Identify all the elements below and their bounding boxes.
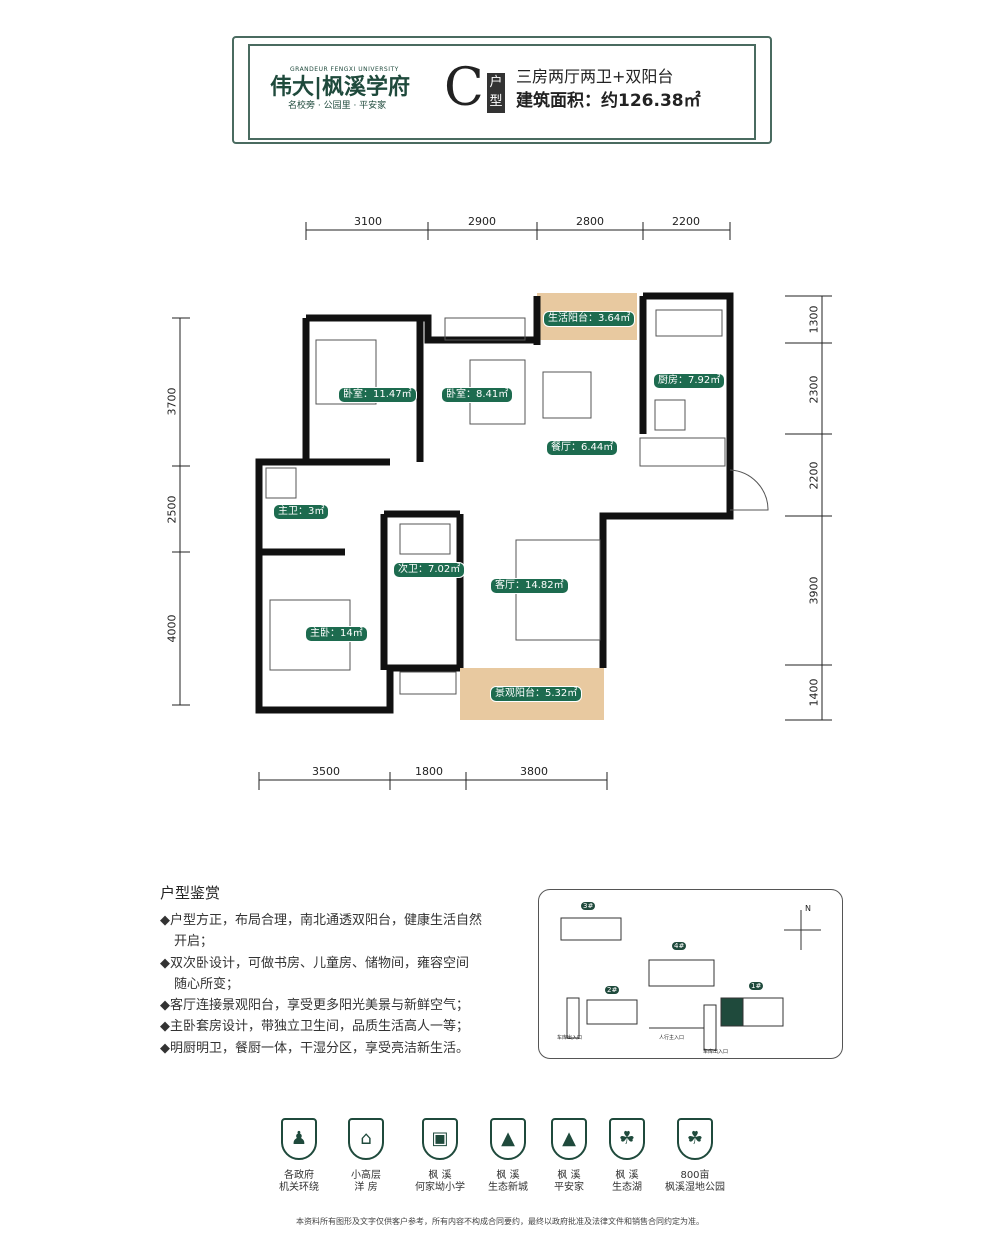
dim-top-4: 2200	[672, 215, 700, 228]
intro-line: ◆主卧套房设计，带独立卫生间，品质生活高人一等；	[160, 1019, 469, 1034]
room-utility-balcony: 生活阳台：3.64㎡	[543, 311, 636, 327]
tree-lake-icon: ☘	[609, 1118, 645, 1160]
feature-safe-home: ▲枫 溪平安家	[537, 1118, 601, 1194]
dim-bottom-1: 3500	[312, 765, 340, 778]
unit-layout: 三房两厅两卫+双阳台	[516, 67, 674, 86]
dim-right-5: 1400	[807, 678, 821, 707]
dim-left-2: 2500	[165, 495, 179, 524]
header-frame	[232, 36, 772, 144]
building-1-label: 1#	[749, 982, 764, 990]
dim-top-3: 2800	[576, 215, 604, 228]
feature-school: ▣枫 溪何家坳小学	[408, 1118, 472, 1194]
unit-area: 建筑面积：约126.38㎡	[516, 91, 701, 111]
logo: 伟大|枫溪学府	[270, 75, 411, 100]
room-living: 客厅：14.82㎡	[490, 578, 569, 594]
dim-bottom-3: 3800	[520, 765, 548, 778]
building-4-label: 4#	[672, 942, 687, 950]
intro-line: 开启；	[174, 934, 214, 949]
logo-english: GRANDEUR FENGXI UNIVERSITY	[290, 66, 399, 73]
room-view-balcony: 景观阳台：5.32㎡	[490, 686, 583, 702]
building-2-label: 2#	[605, 986, 620, 994]
room-bedroom-2: 卧室：8.41㎡	[441, 387, 514, 403]
entrance-label: 车库出入口	[557, 1035, 583, 1041]
dimension-lines	[172, 222, 832, 790]
site-plan: 3# 4# 2# 1# N 车库出入口 人行主入口 车库出入口	[538, 889, 843, 1059]
feature-wetland-park: ☘800亩枫溪湿地公园	[663, 1118, 727, 1194]
person-icon: ♟	[281, 1118, 317, 1160]
dim-right-3: 2200	[807, 461, 821, 490]
dim-top-1: 3100	[354, 215, 382, 228]
entrance-label: 车库出入口	[703, 1049, 729, 1055]
header-inner-frame	[248, 44, 756, 140]
room-master-bath: 主卫：3㎡	[273, 504, 330, 520]
dim-right-2: 2300	[807, 375, 821, 404]
walls	[255, 292, 734, 714]
dim-left-3: 4000	[165, 614, 179, 643]
dim-bottom-2: 1800	[415, 765, 443, 778]
feature-housing: ⌂小高层洋 房	[334, 1118, 398, 1194]
room-bedroom-1: 卧室：11.47㎡	[338, 387, 417, 403]
tree-icon: ☘	[677, 1118, 713, 1160]
building-3-label: 3#	[581, 902, 596, 910]
landscape-icon: ▲	[490, 1118, 526, 1160]
book-icon: ▣	[422, 1118, 458, 1160]
graduation-cap-icon: ▲	[551, 1118, 587, 1160]
dim-top-2: 2900	[468, 215, 496, 228]
intro-line: 随心所变；	[174, 977, 240, 992]
disclaimer: 本资料所有图形及文字仅供客户参考，所有内容不构成合同要约，最终以政府批准及法律文…	[296, 1217, 704, 1226]
intro-line: ◆明厨明卫，餐厨一体，干湿分区，享受亮洁新生活。	[160, 1041, 469, 1056]
intro-title: 户型鉴赏	[160, 884, 221, 902]
intro-line: ◆户型方正，布局合理，南北通透双阳台，健康生活自然	[160, 913, 482, 928]
room-master-bedroom: 主卧：14㎡	[305, 626, 368, 642]
intro-line: ◆客厅连接景观阳台，享受更多阳光美景与新鲜空气；	[160, 998, 469, 1013]
unit-letter: C	[444, 58, 484, 118]
dim-right-4: 3900	[807, 576, 821, 605]
entrance-label: 人行主入口	[659, 1035, 685, 1041]
house-icon: ⌂	[348, 1118, 384, 1160]
room-bath-2: 次卫：7.02㎡	[393, 562, 466, 578]
unit-type-tag: 户型	[487, 73, 505, 113]
feature-eco-lake: ☘枫 溪生态湖	[595, 1118, 659, 1194]
dim-left-1: 3700	[165, 387, 179, 416]
feature-government: ♟各政府机关环绕	[267, 1118, 331, 1194]
room-dining: 餐厅：6.44㎡	[546, 440, 619, 456]
intro-line: ◆双次卧设计，可做书房、儿童房、储物间，雍容空间	[160, 956, 469, 971]
feature-eco-city: ▲枫 溪生态新城	[476, 1118, 540, 1194]
logo-slogan: 名校旁 · 公园里 · 平安家	[288, 101, 387, 111]
north-arrow-label: N	[805, 904, 811, 913]
room-kitchen: 厨房：7.92㎡	[653, 373, 726, 389]
dim-right-1: 1300	[807, 305, 821, 334]
